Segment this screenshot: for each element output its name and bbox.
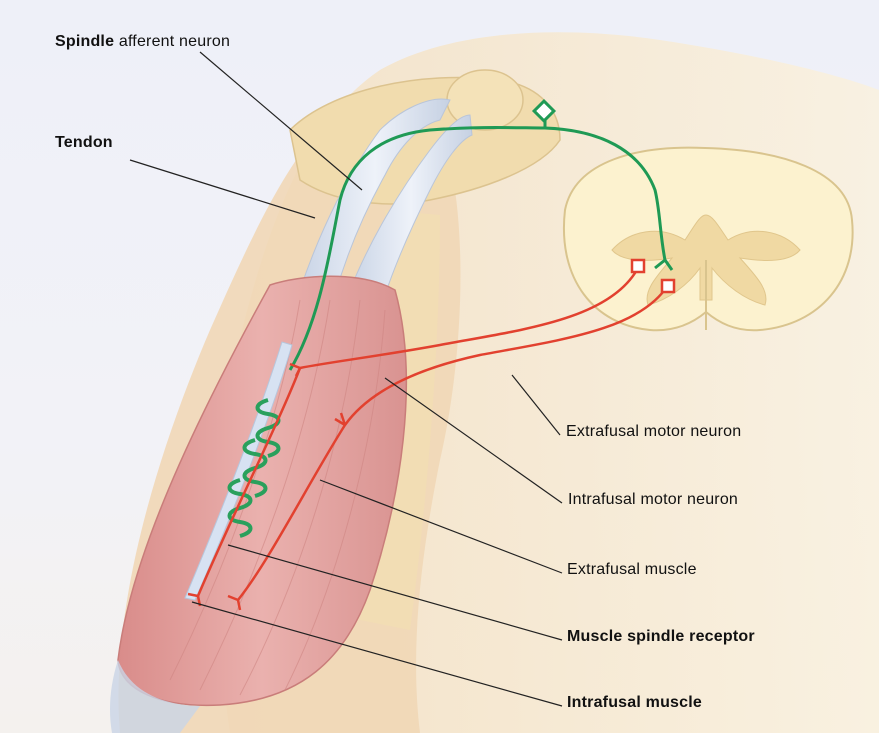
label-spindle-afferent-neuron: Spindle afferent neuron (55, 33, 230, 51)
label-extrafusal-motor-neuron: Extrafusal motor neuron (566, 423, 741, 441)
label-tendon: Tendon (55, 134, 113, 152)
motor-cell-body-2 (662, 280, 674, 292)
label-muscle-spindle-receptor: Muscle spindle receptor (567, 628, 755, 646)
label-intrafusal-muscle: Intrafusal muscle (567, 694, 702, 712)
motor-cell-body-1 (632, 260, 644, 272)
label-intrafusal-motor-neuron: Intrafusal motor neuron (568, 491, 738, 509)
label-extrafusal-muscle: Extrafusal muscle (567, 561, 697, 579)
